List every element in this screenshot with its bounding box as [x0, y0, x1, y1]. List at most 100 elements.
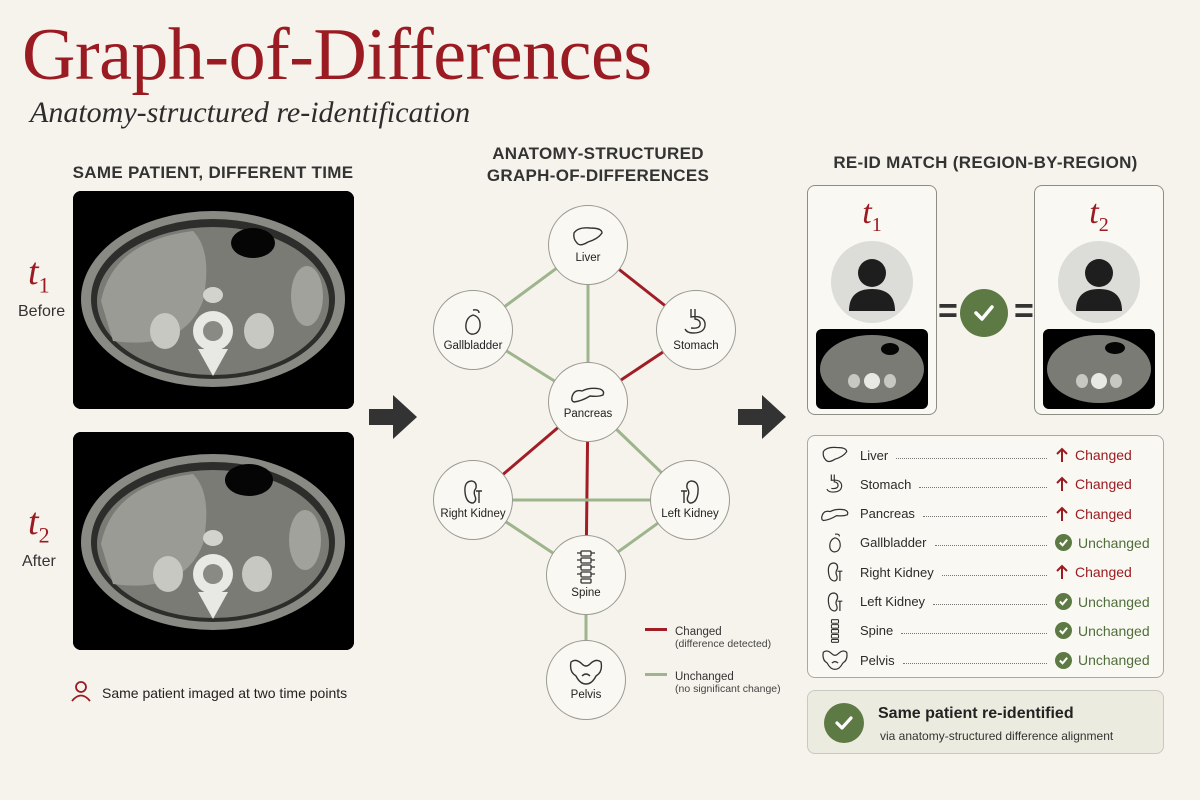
stomach-icon [684, 308, 706, 334]
ct-scan-before [73, 191, 354, 409]
result-title: Same patient re-identified [878, 705, 1074, 722]
node-liver: Liver [548, 205, 628, 285]
node-left-kidney: Left Kidney [650, 460, 730, 540]
spine-icon [577, 550, 595, 584]
stomach-icon [820, 472, 850, 496]
region-name: Pancreas [860, 506, 915, 522]
avatar [1058, 241, 1140, 323]
region-name: Right Kidney [860, 564, 934, 580]
pelvis-icon [820, 648, 850, 672]
kidney-icon [681, 480, 699, 504]
region-name: Liver [860, 447, 889, 463]
arrow-right-icon [738, 395, 786, 439]
equals-sign-left: = [938, 292, 958, 330]
card-t1: t1 [807, 185, 937, 415]
region-name: Left Kidney [860, 594, 926, 609]
legend-changed: Changed (difference detected) [645, 626, 771, 650]
t2-caption: After [22, 553, 56, 570]
arrow-up-icon [1056, 447, 1068, 462]
region-status-label: Changed [1075, 505, 1132, 522]
card-t1-label: t1 [862, 194, 882, 236]
leader-dots [933, 604, 1047, 605]
t1-caption: Before [18, 303, 66, 320]
card-t2: t2 [1034, 185, 1164, 415]
region-status-label: Changed [1075, 564, 1132, 581]
gallbladder-icon [465, 309, 481, 335]
region-row: Pelvis Unchanged [820, 647, 1155, 673]
t1-label: t1 [28, 251, 50, 298]
node-stomach: Stomach [656, 290, 736, 370]
equals-sign-right: = [1014, 292, 1034, 330]
leader-dots [919, 486, 1047, 488]
region-row: Gallbladder Unchanged [820, 530, 1155, 556]
leader-dots [922, 516, 1047, 518]
ct-thumbnail-t1 [816, 329, 928, 409]
node-gallbladder: Gallbladder [433, 290, 513, 370]
pancreas-icon [820, 502, 850, 526]
region-name: Gallbladder [860, 535, 927, 551]
ct-scan-after [73, 432, 354, 650]
region-row: Left Kidney Unchanged [820, 589, 1155, 615]
person-icon [70, 680, 92, 705]
region-status-label: Unchanged [1078, 652, 1150, 669]
region-status: Unchanged [1055, 593, 1155, 610]
result-note: via anatomy-structured difference alignm… [880, 729, 1114, 743]
ct-thumbnail-t2 [1043, 329, 1155, 409]
kidney-icon [464, 480, 482, 504]
region-status: Changed [1055, 447, 1155, 463]
pancreas-icon [571, 387, 605, 403]
avatar [831, 241, 913, 323]
node-pancreas: Pancreas [548, 362, 628, 442]
patient-note: Same patient imaged at two time points [70, 680, 347, 705]
region-status-label: Unchanged [1078, 534, 1150, 551]
arrow-up-icon [1056, 506, 1068, 521]
check-circle-icon [1055, 651, 1072, 669]
region-status: Unchanged [1055, 651, 1155, 669]
card-t2-label: t2 [1089, 194, 1109, 236]
node-right-kidney: Right Kidney [433, 460, 513, 540]
leader-dots [934, 545, 1047, 547]
region-status: Changed [1055, 506, 1155, 522]
match-check-icon [960, 289, 1008, 337]
liver-icon [573, 227, 603, 246]
pelvis-icon [569, 659, 603, 685]
region-status: Unchanged [1055, 534, 1155, 552]
check-circle-icon [1055, 534, 1072, 552]
region-status: Changed [1055, 476, 1155, 492]
left-heading: SAME PATIENT, DIFFERENT TIME [72, 163, 354, 182]
region-status-label: Changed [1075, 476, 1132, 493]
result-banner: Same patient re-identified via anatomy-s… [807, 690, 1164, 754]
region-row: Spine Unchanged [820, 618, 1155, 644]
kidney-icon [820, 590, 850, 614]
region-status: Unchanged [1055, 622, 1155, 640]
arrow-right-icon [369, 395, 417, 439]
region-row: Stomach Changed [820, 471, 1155, 497]
leader-dots [941, 574, 1047, 576]
region-name: Stomach [860, 476, 912, 492]
middle-heading: ANATOMY-STRUCTURED GRAPH-OF-DIFFERENCES [486, 144, 710, 186]
arrow-up-icon [1056, 476, 1068, 492]
check-circle-icon [1055, 622, 1072, 640]
region-row: Pancreas Changed [820, 501, 1155, 527]
region-status-label: Unchanged [1078, 593, 1150, 610]
kidney-icon [820, 560, 850, 584]
legend-unchanged: Unchanged (no significant change) [645, 671, 781, 695]
gallbladder-icon [820, 531, 850, 555]
region-status-label: Changed [1075, 447, 1132, 463]
arrow-up-icon [1056, 564, 1068, 580]
region-name: Pelvis [860, 652, 895, 668]
region-status: Changed [1055, 564, 1155, 580]
leader-dots [896, 457, 1047, 459]
check-circle-icon [1055, 593, 1072, 610]
patient-note-text: Same patient imaged at two time points [102, 684, 348, 701]
node-spine: Spine [546, 535, 626, 615]
region-row: Liver Changed [820, 442, 1155, 468]
spine-icon [820, 618, 850, 643]
check-circle-icon [824, 703, 864, 743]
leader-dots [902, 662, 1047, 664]
t2-label: t2 [28, 501, 50, 548]
region-name: Spine [860, 623, 894, 639]
region-status-label: Unchanged [1078, 622, 1150, 639]
liver-icon [820, 443, 850, 467]
